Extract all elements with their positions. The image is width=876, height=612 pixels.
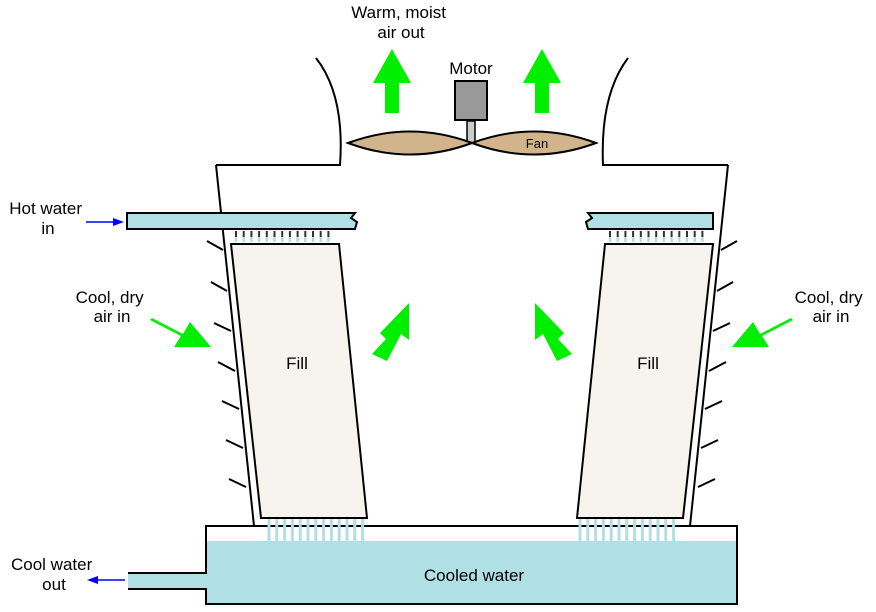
cool-air-in-left-label: Cool, dry air in (76, 288, 149, 326)
fan-stack-left-wall (216, 57, 342, 166)
warm-air-out-arrow-right (523, 49, 561, 113)
fill-right (575, 243, 715, 519)
warm-air-out-label: Warm, moist air out (351, 3, 451, 42)
fill-left-label: Fill (286, 354, 308, 373)
fan-blade-left (345, 130, 475, 156)
hot-water-pipe-left (126, 212, 359, 230)
cooled-water (207, 541, 736, 603)
fill-right-label: Fill (637, 354, 659, 373)
air-in-arrow-left (150, 318, 211, 347)
cool-air-in-right-label: Cool, dry air in (795, 288, 868, 326)
cooled-water-label: Cooled water (424, 566, 525, 585)
drips-left (267, 518, 365, 542)
flow-arrows (86, 218, 125, 584)
fan-blade-right (469, 130, 599, 156)
fan-stack-right-wall (601, 57, 728, 166)
updraft-arrow-right (535, 303, 572, 361)
hot-water-in-label: Hot water in (9, 199, 86, 238)
drips-right (578, 518, 676, 542)
hot-water-pipe-right (584, 212, 714, 230)
louvers-left (206, 240, 247, 488)
air-arrows (150, 49, 793, 361)
motor-label: Motor (449, 59, 493, 78)
cool-water-out-label: Cool water out (11, 555, 97, 594)
motor-shaft (466, 120, 476, 144)
fan-label: Fan (526, 136, 548, 151)
spray-nozzles-right (608, 231, 704, 242)
cool-water-outlet-pipe (128, 573, 207, 589)
warm-air-out-arrow-left (373, 49, 411, 113)
louvers-right (697, 240, 738, 488)
tower-right-wall (689, 164, 729, 527)
fill-left (229, 243, 369, 519)
air-in-arrow-right (732, 318, 793, 347)
motor (454, 80, 488, 121)
updraft-arrow-left (372, 303, 409, 361)
spray-nozzles-left (234, 231, 330, 242)
